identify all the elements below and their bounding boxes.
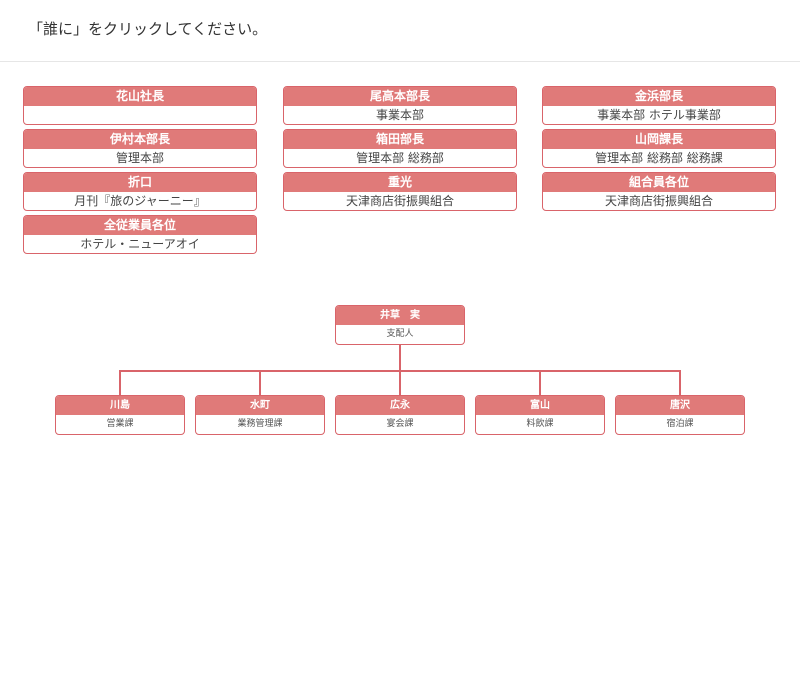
org-node-role: 支配人	[386, 329, 414, 339]
org-node-name: 広永	[336, 396, 464, 415]
org-node-root[interactable]: 井草 実 支配人	[335, 305, 465, 345]
card-affiliation: 管理本部 総務部 総務課	[595, 151, 723, 165]
card-name: 山岡課長	[543, 130, 775, 149]
recipient-card-shigemitsu[interactable]: 重光 天津商店街振興組合	[283, 172, 517, 211]
recipient-card-odaka[interactable]: 尾高本部長 事業本部	[283, 86, 517, 125]
card-affiliation: 天津商店街振興組合	[604, 194, 713, 208]
instruction-text: 「誰に」をクリックしてください。	[28, 20, 268, 38]
org-node-name: 水町	[196, 396, 324, 415]
card-name: 全従業員各位	[24, 216, 256, 235]
card-name: 伊村本部長	[24, 130, 256, 149]
card-affiliation	[24, 106, 256, 124]
org-node-name: 唐沢	[616, 396, 744, 415]
org-node-mizumachi[interactable]: 水町 業務管理課	[195, 395, 325, 435]
card-name: 重光	[284, 173, 516, 192]
recipient-card-hakoda[interactable]: 箱田部長 管理本部 総務部	[283, 129, 517, 168]
card-name: 組合員各位	[543, 173, 775, 192]
org-node-name: 富山	[476, 396, 604, 415]
org-node-role: 業務管理課	[237, 419, 283, 429]
recipient-card-union-members[interactable]: 組合員各位 天津商店街振興組合	[542, 172, 776, 211]
org-node-name: 井草 実	[336, 306, 464, 325]
recipient-card-all-employees[interactable]: 全従業員各位 ホテル・ニューアオイ	[23, 215, 257, 254]
org-connector	[539, 370, 541, 396]
org-connector	[399, 370, 401, 396]
card-affiliation: 事業本部 ホテル事業部	[597, 108, 721, 122]
card-affiliation: 管理本部 総務部	[356, 151, 444, 165]
card-affiliation: 天津商店街振興組合	[345, 194, 454, 208]
org-node-name: 川島	[56, 396, 184, 415]
card-name: 金浜部長	[543, 87, 775, 106]
recipient-card-origuchi[interactable]: 折口 月刊『旅のジャーニー』	[23, 172, 257, 211]
org-connector	[399, 344, 401, 371]
card-affiliation: ホテル・ニューアオイ	[80, 237, 200, 251]
card-name: 折口	[24, 173, 256, 192]
card-affiliation: 管理本部	[115, 151, 164, 165]
org-node-karasawa[interactable]: 唐沢 宿泊課	[615, 395, 745, 435]
recipient-card-hanayama[interactable]: 花山社長	[23, 86, 257, 125]
org-node-kawashima[interactable]: 川島 営業課	[55, 395, 185, 435]
org-node-tomiyama[interactable]: 富山 料飲課	[475, 395, 605, 435]
org-node-role: 営業課	[106, 419, 134, 429]
instruction-header: 「誰に」をクリックしてください。	[0, 0, 800, 62]
org-node-hironaga[interactable]: 広永 宴会課	[335, 395, 465, 435]
card-name: 花山社長	[24, 87, 256, 106]
org-node-role: 宿泊課	[666, 419, 694, 429]
recipient-card-yamaoka[interactable]: 山岡課長 管理本部 総務部 総務課	[542, 129, 776, 168]
org-node-role: 料飲課	[526, 419, 554, 429]
card-name: 尾高本部長	[284, 87, 516, 106]
org-connector	[679, 370, 681, 396]
card-affiliation: 事業本部	[375, 108, 424, 122]
recipient-card-imura[interactable]: 伊村本部長 管理本部	[23, 129, 257, 168]
org-node-role: 宴会課	[386, 419, 414, 429]
org-connector	[119, 370, 121, 396]
card-name: 箱田部長	[284, 130, 516, 149]
org-connector	[259, 370, 261, 396]
recipient-card-kanehama[interactable]: 金浜部長 事業本部 ホテル事業部	[542, 86, 776, 125]
card-affiliation: 月刊『旅のジャーニー』	[74, 194, 206, 208]
